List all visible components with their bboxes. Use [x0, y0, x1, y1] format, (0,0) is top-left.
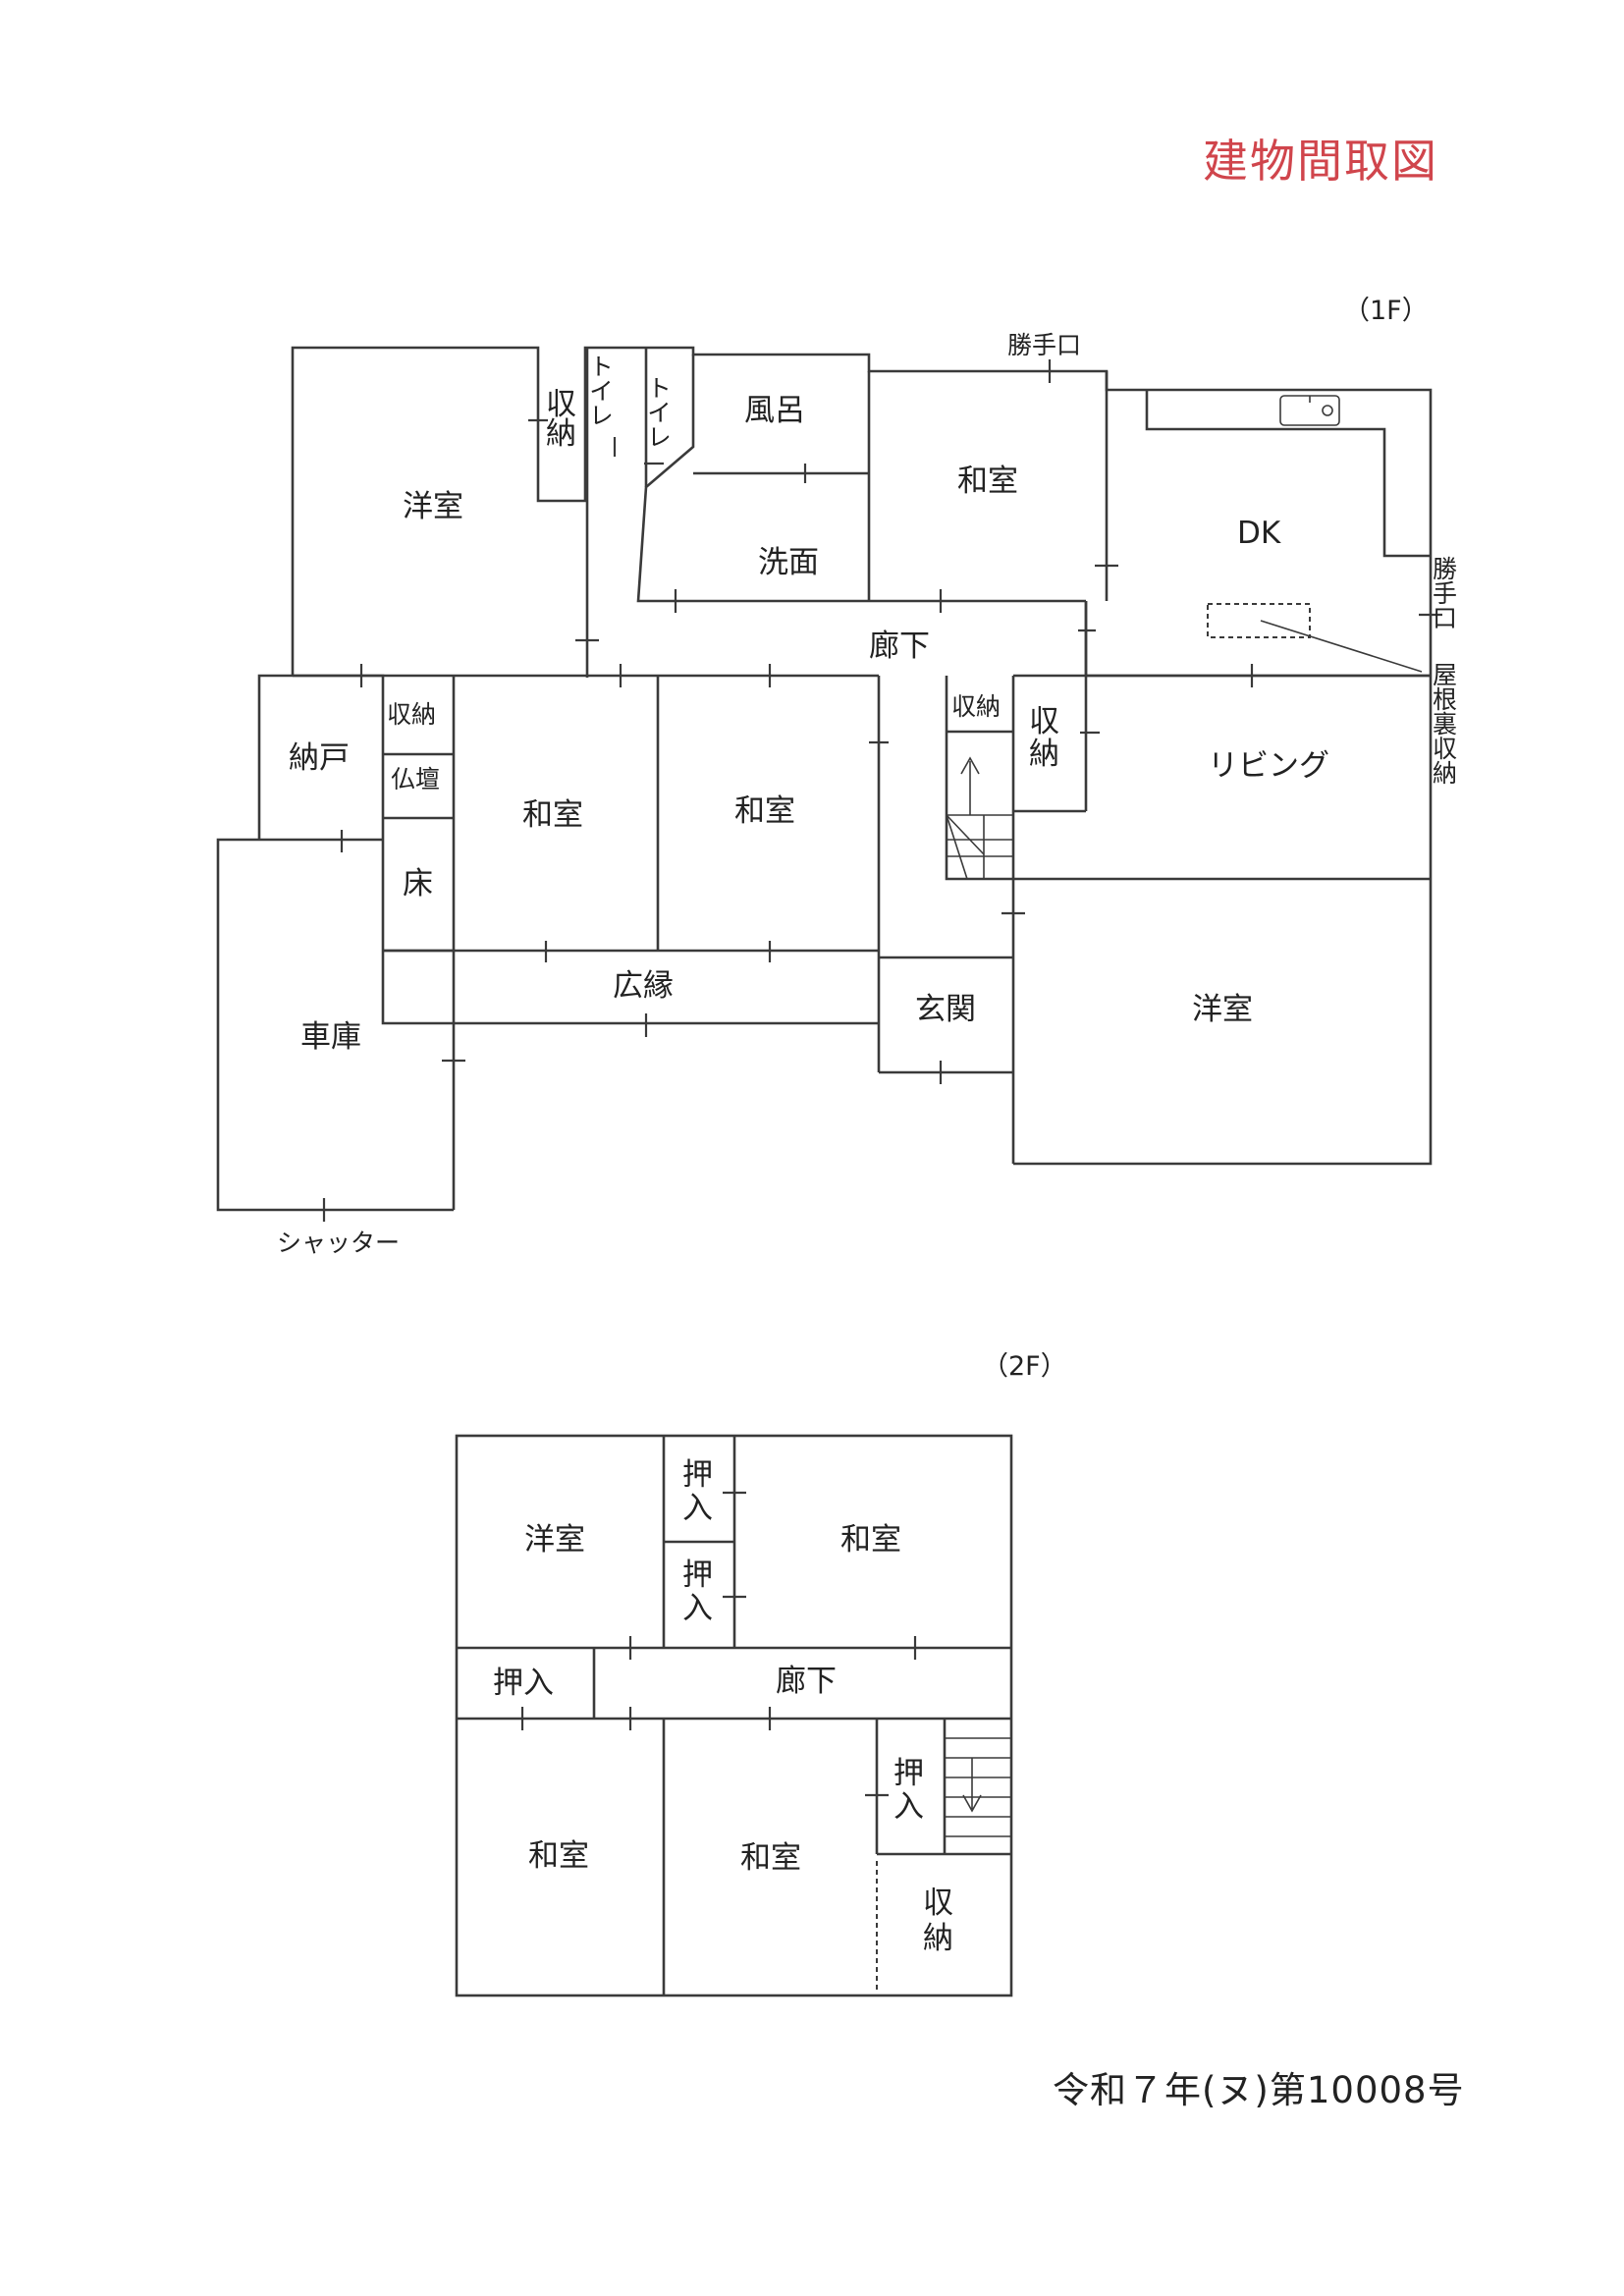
room2-youshitsu: 洋室	[524, 1522, 585, 1558]
room-senmen: 洗面	[758, 545, 819, 580]
yaneura-hatch	[1207, 603, 1311, 638]
room-youshitsu-nw: 洋室	[403, 489, 463, 524]
floor1-label: （1F）	[1343, 296, 1429, 326]
room2-washitsu-ne: 和室	[840, 1522, 901, 1558]
svg-text:入: 入	[682, 1491, 713, 1526]
room-hiroen: 広縁	[613, 968, 674, 1004]
room-shuno-stair2: 収 納	[1029, 704, 1059, 772]
room-washitsu-top: 和室	[957, 464, 1018, 499]
floor1-door-marks	[322, 359, 1442, 1222]
floor1-stairs	[946, 756, 1013, 880]
svg-text:入: 入	[893, 1789, 924, 1825]
svg-text:押: 押	[682, 1457, 713, 1493]
floor2-plan: （2F） 洋室 押 入 押 入 和室 押入 廊下 和室 和室 押 入 収 納	[455, 1351, 1067, 1997]
room2-oshiire1: 押 入	[682, 1457, 713, 1526]
label-katteguchi-side: 勝手口	[1430, 556, 1458, 629]
label-yaneura: 屋根裏収納	[1430, 662, 1458, 785]
floor2-walls	[455, 1434, 1013, 1997]
room-shuno-top: 収 納	[546, 387, 576, 452]
room-youshitsu-se: 洋室	[1192, 992, 1253, 1027]
floor2-label: （2F）	[982, 1351, 1067, 1382]
room-butsudan: 仏壇	[391, 765, 440, 793]
svg-text:入: 入	[682, 1591, 713, 1626]
svg-text:収: 収	[1029, 704, 1059, 739]
yaneura-leader	[1260, 620, 1423, 673]
room-shako: 車庫	[300, 1019, 361, 1055]
svg-text:納: 納	[1029, 737, 1059, 772]
room2-oshiire2: 押 入	[682, 1558, 713, 1626]
floor1-walls	[216, 346, 1433, 1212]
room-living: リビング	[1208, 748, 1329, 784]
room-shuno-small: 収納	[387, 700, 436, 729]
room-toilet1: トイレ	[586, 354, 615, 427]
svg-text:納: 納	[923, 1921, 953, 1956]
room-toko: 床	[403, 866, 433, 902]
room2-washitsu-s: 和室	[740, 1840, 801, 1876]
floor2-stairs	[945, 1737, 1011, 1837]
room-toilet2: トイレ	[644, 375, 673, 449]
room2-shuno: 収 納	[923, 1886, 953, 1956]
drawing-title: 建物間取図	[1203, 135, 1438, 188]
label-katteguchi-top: 勝手口	[1007, 331, 1081, 359]
room2-washitsu-sw: 和室	[528, 1838, 589, 1874]
floor2-door-marks	[520, 1491, 917, 1797]
svg-text:納: 納	[546, 416, 576, 452]
room-genkan: 玄関	[915, 992, 976, 1027]
label-shutter: シャッター	[277, 1229, 400, 1257]
svg-text:押: 押	[682, 1558, 713, 1593]
sink-icon	[1279, 395, 1340, 426]
room-dk: DK	[1237, 516, 1281, 551]
room-nando: 納戸	[289, 740, 350, 776]
room-washitsu-b: 和室	[734, 793, 795, 829]
room2-oshiire-w: 押入	[493, 1666, 554, 1701]
room-furo: 風呂	[744, 393, 805, 428]
room2-roka: 廊下	[776, 1664, 837, 1699]
room-washitsu-a: 和室	[522, 797, 583, 833]
room-roka: 廊下	[869, 629, 930, 664]
svg-text:押: 押	[893, 1756, 924, 1791]
room2-oshiire-s: 押 入	[893, 1756, 924, 1825]
svg-text:収: 収	[923, 1886, 953, 1921]
case-number: 令和７年(ヌ)第10008号	[1053, 2069, 1465, 2111]
room-shuno-stair: 収納	[951, 692, 1001, 721]
floor1-plan: （1F） 洋室 収 納 トイレ トイレ 風呂 洗面 和室 DK 勝手口 勝手口 …	[216, 296, 1458, 1257]
svg-text:収: 収	[546, 387, 576, 422]
